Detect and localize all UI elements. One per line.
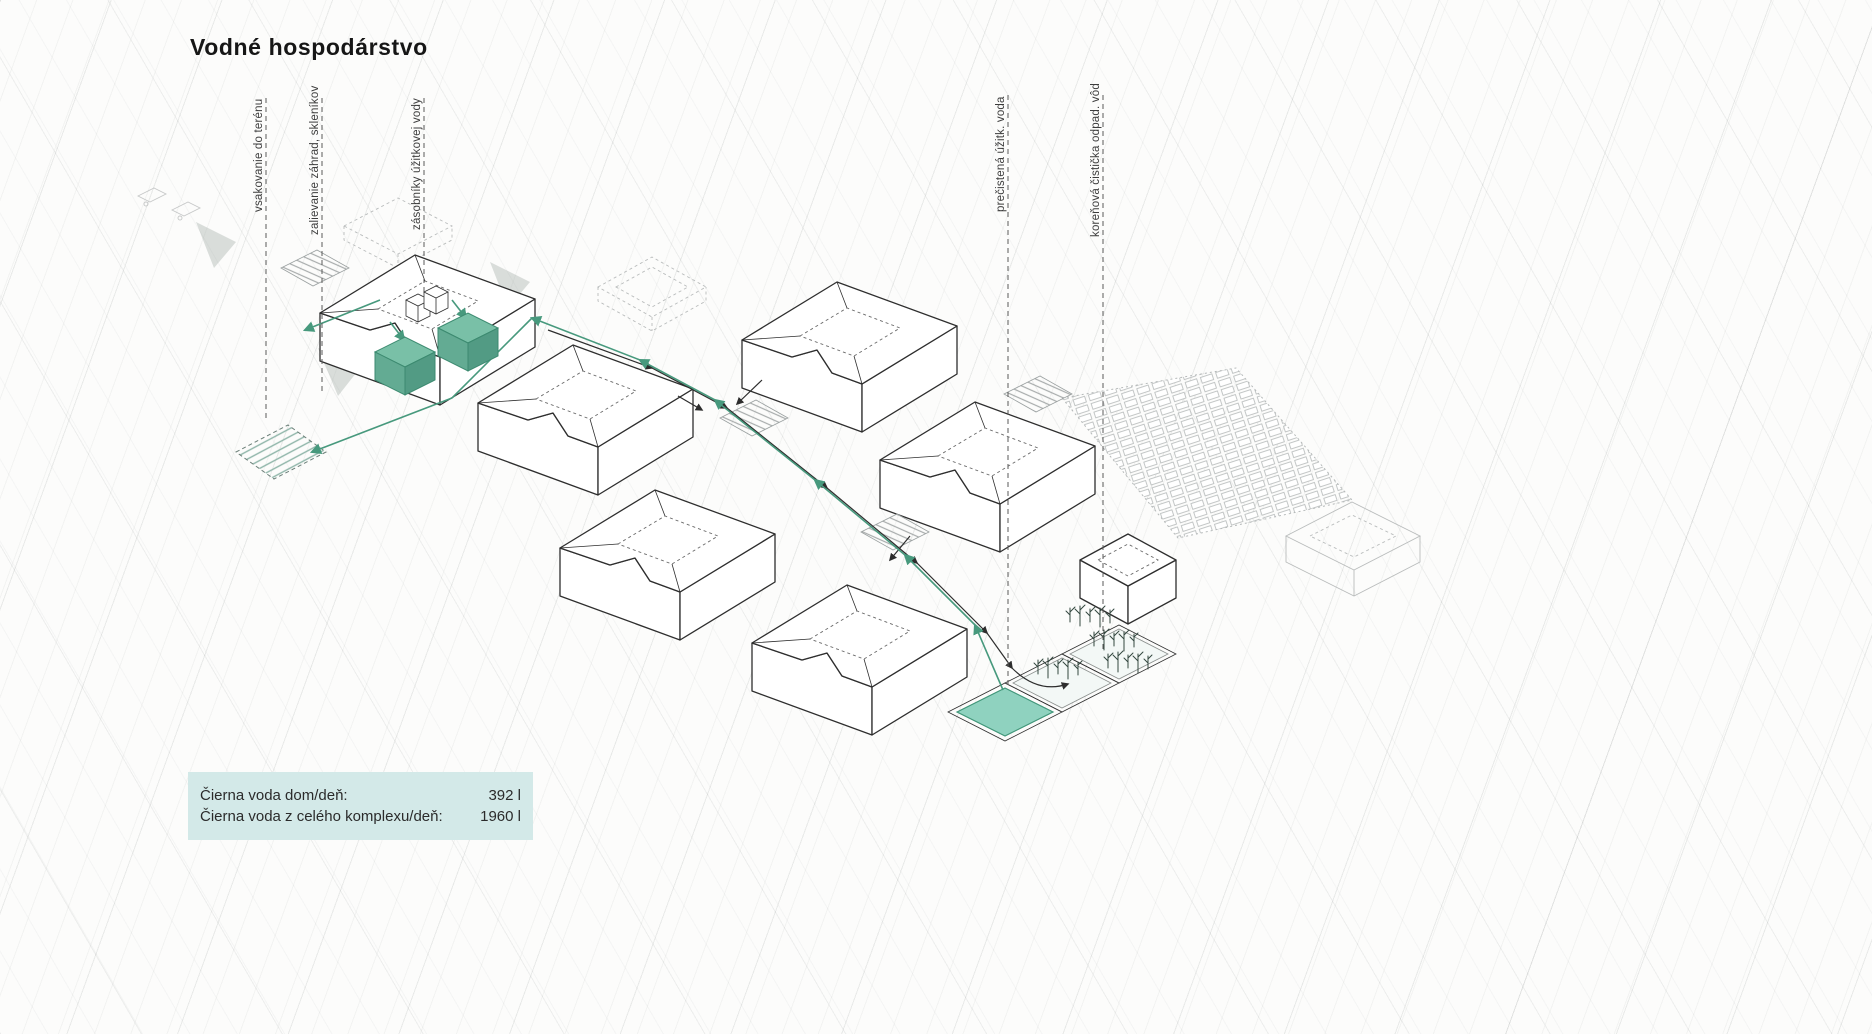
stats-row: Čierna voda dom/deň: 392 l: [200, 787, 521, 804]
ground-grates: [280, 249, 1073, 551]
annotation-label: koreňová čistička odpad. vôd: [1090, 83, 1102, 237]
stats-label: Čierna voda z celého komplexu/deň:: [200, 808, 443, 825]
annotation-vsakovanie: vsakovanie do terénu: [253, 98, 267, 420]
annotation-label: zalievanie záhrad, skleníkov: [309, 86, 321, 235]
terraced-roof-field: [1061, 367, 1353, 539]
treatment-pools: [947, 604, 1177, 742]
annotation-precistena: prečistená úžitk. voda: [995, 95, 1009, 686]
annotation-label: zásobníky úžitkovej vody: [411, 98, 423, 230]
background-sketch-structures: [136, 187, 1421, 597]
building-3: [741, 281, 958, 433]
stats-value: 1960 l: [480, 808, 521, 825]
water-stats-box: Čierna voda dom/deň: 392 l Čierna voda z…: [188, 772, 533, 840]
utility-water-tanks: [373, 285, 500, 396]
page-title: Vodné hospodárstvo: [190, 34, 428, 60]
annotation-zalievanie: zalievanie záhrad, skleníkov: [309, 86, 323, 395]
annotations: vsakovanie do terénu zalievanie záhrad, …: [253, 83, 1104, 686]
infiltration-field: [235, 424, 327, 480]
service-building: [1079, 533, 1177, 625]
annotation-label: vsakovanie do terénu: [253, 99, 265, 212]
annotation-korenova: koreňová čistička odpad. vôd: [1090, 83, 1104, 650]
annotation-label: prečistená úžitk. voda: [995, 96, 1007, 212]
stats-label: Čierna voda dom/deň:: [200, 787, 348, 804]
building-2: [477, 344, 694, 496]
clean-water-pool: [955, 687, 1055, 737]
building-6: [751, 584, 968, 736]
building-4: [559, 489, 776, 641]
annotation-zasobniky: zásobníky úžitkovej vody: [411, 98, 425, 300]
buildings: [319, 254, 1096, 736]
stats-value: 392 l: [488, 787, 521, 804]
stats-row: Čierna voda z celého komplexu/deň: 1960 …: [200, 808, 521, 825]
